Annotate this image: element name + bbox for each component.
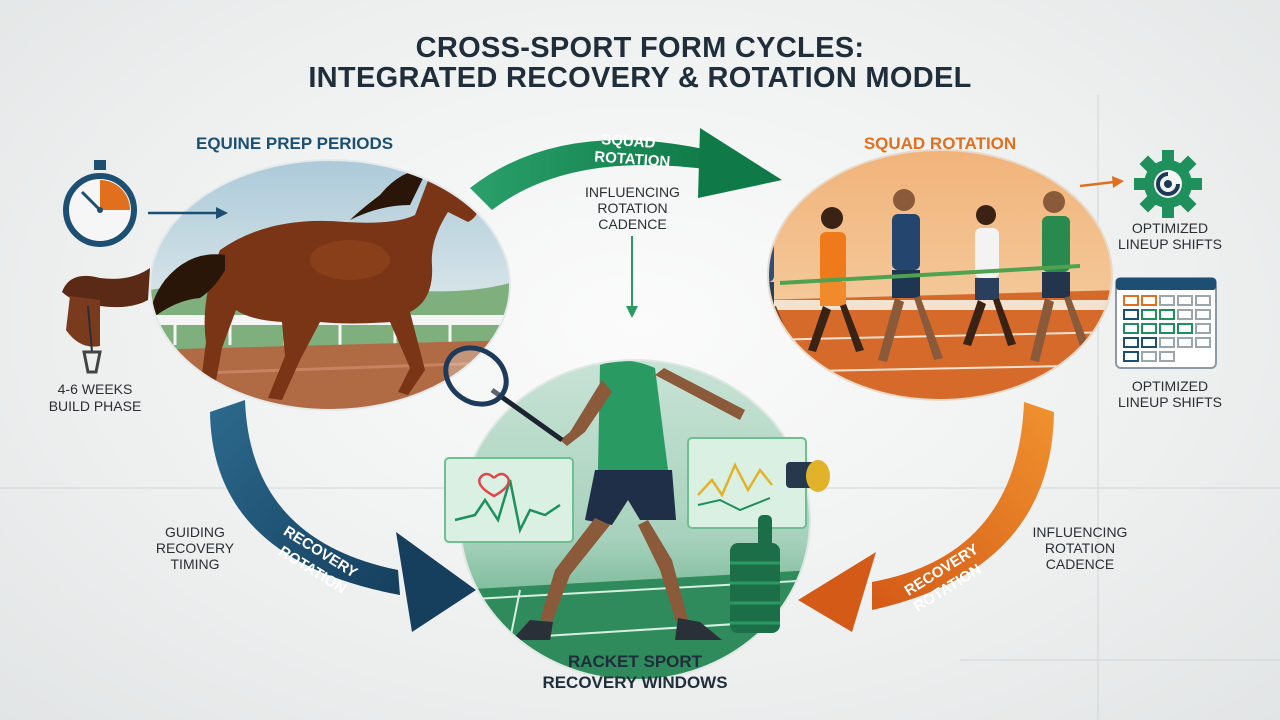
right-annotation-line1: INFLUENCING: [1032, 524, 1128, 540]
gear-icon: [1134, 150, 1202, 218]
arrow-top-label-line2: ROTATION: [594, 148, 671, 170]
arrow-equine-to-squad: [470, 128, 782, 210]
calendar-icon: [1115, 277, 1217, 369]
arrow-top-label-line1: SQUAD: [601, 131, 656, 152]
arrow-stopwatch-to-horse: [148, 207, 228, 219]
foam-roller-icon: [730, 460, 830, 633]
equine-node-label: EQUINE PREP PERIODS: [196, 134, 394, 153]
squad-scene: [768, 150, 1112, 400]
squad-note-line1: OPTIMIZED: [1131, 378, 1209, 394]
left-annotation-line1: GUIDING: [165, 524, 225, 540]
center-annotation-line3: CADENCE: [598, 216, 667, 232]
right-annotation-line3: CADENCE: [1045, 556, 1115, 572]
left-annotation-line2: RECOVERY: [155, 540, 235, 556]
arrow-equine-to-racket: [210, 400, 476, 632]
top-right-note-line1: OPTIMIZED: [1131, 220, 1209, 236]
diagram-title-line2: INTEGRATED RECOVERY & ROTATION MODEL: [308, 62, 972, 94]
diagram-title-line1: CROSS-SPORT FORM CYCLES:: [415, 32, 865, 64]
equine-note-line2: BUILD PHASE: [48, 398, 142, 414]
arrow-squad-to-racket: [798, 402, 1054, 632]
arrow-to-gear: [1079, 176, 1124, 188]
top-right-note-line2: LINEUP SHIFTS: [1118, 236, 1222, 252]
right-annotation-line2: ROTATION: [1044, 540, 1116, 556]
left-annotation-line3: TIMING: [170, 556, 220, 572]
center-annotation-line2: ROTATION: [597, 200, 668, 216]
racket-node-label-line1: RACKET SPORT: [567, 652, 703, 671]
center-annotation-line1: INFLUENCING: [585, 184, 680, 200]
saddle-icon: [62, 268, 150, 374]
equine-note-line1: 4-6 WEEKS: [57, 381, 133, 397]
squad-note-line2: LINEUP SHIFTS: [1118, 394, 1222, 410]
racket-icon: [443, 345, 564, 443]
racket-node-label-line2: RECOVERY WINDOWS: [542, 673, 728, 692]
squad-node-label: SQUAD ROTATION: [863, 134, 1017, 153]
stopwatch-icon: [63, 160, 137, 247]
arrow-center-down: [626, 236, 638, 318]
heart-rate-icon: [444, 457, 574, 543]
tennis-player-figure: [512, 360, 745, 640]
horse-figure: [150, 160, 478, 400]
